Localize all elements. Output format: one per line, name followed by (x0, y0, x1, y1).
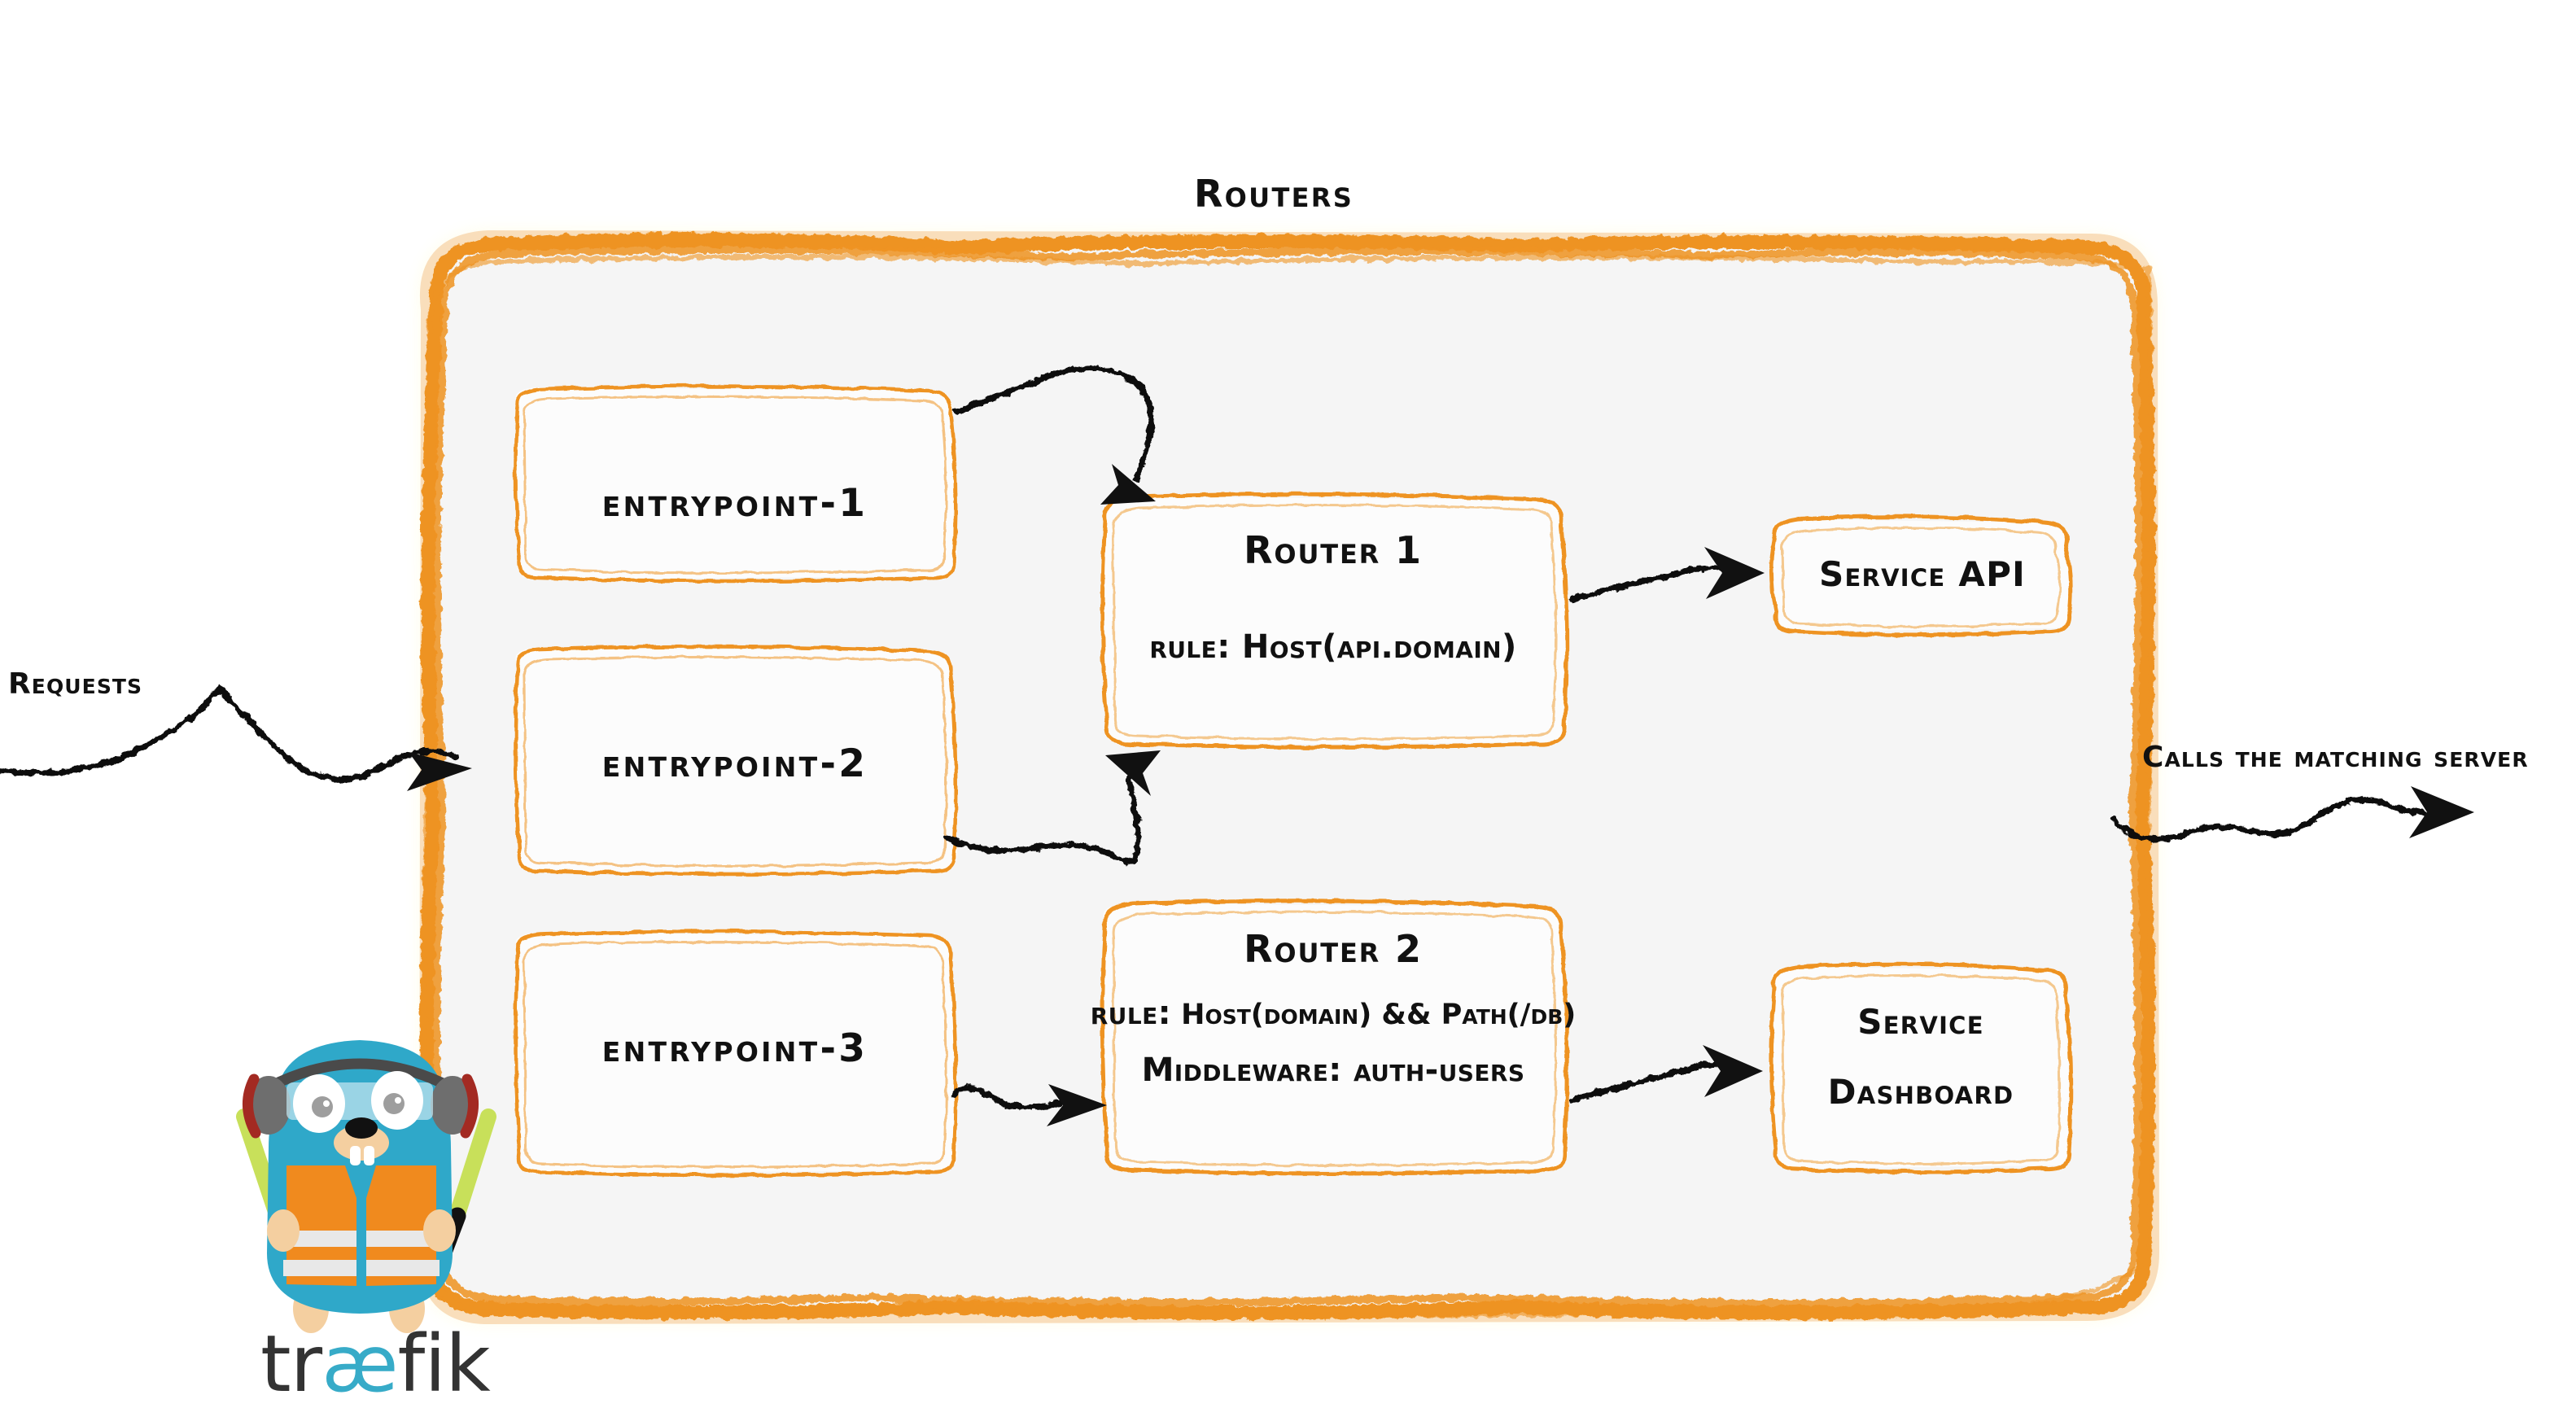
router-middleware-value-2: auth-users (1353, 1052, 1525, 1089)
gopher-nose (345, 1117, 378, 1139)
service-box-api[interactable] (1769, 514, 2073, 637)
wordmark-part-before: tr (260, 1318, 322, 1408)
router-name-2: Router 2 (1244, 927, 1423, 971)
service-label-dashboard-line2: Dashboard (1827, 1072, 2014, 1112)
headset-band (263, 1058, 457, 1093)
arrowhead-ep1-router1 (1100, 464, 1156, 505)
traefik-wordmark: træfik (260, 1318, 491, 1408)
router-rule-key-1: rule: (1149, 628, 1231, 666)
router-rule-value-2: Host(domain) && Path(/db) (1181, 999, 1577, 1031)
vest-zip (356, 1165, 366, 1288)
headset-earcup-right (431, 1073, 479, 1139)
wordmark-part-after: fik (397, 1318, 491, 1408)
router-middleware-2: Middleware: auth-users (1142, 1052, 1525, 1089)
arrowhead-requests (407, 752, 472, 791)
gopher-snout (334, 1125, 389, 1161)
calls-matching-server-label: Calls the matching server (2142, 741, 2529, 774)
service-box-dashboard[interactable] (1769, 962, 2073, 1174)
arrowhead-ep3-router2 (1047, 1084, 1107, 1126)
router-middleware-key-2: Middleware: (1141, 1052, 1342, 1089)
gopher-eye-right (371, 1071, 423, 1130)
router-rule-key-2: rule: (1090, 995, 1171, 1032)
router-box-2[interactable] (1100, 899, 1569, 1176)
arrowhead-router2-dashboard (1703, 1045, 1763, 1097)
page-title: Routers (1193, 172, 1354, 216)
requests-label: Requests (8, 667, 143, 701)
gopher-hand-right (423, 1209, 456, 1252)
safety-vest (283, 1165, 440, 1288)
traefik-gopher-mascot (236, 1040, 496, 1333)
entrypoint-box-2[interactable] (514, 645, 958, 877)
entrypoint-box-1[interactable] (514, 384, 958, 584)
entrypoint-label-2: entrypoint-2 (601, 741, 868, 786)
arrow-requests (0, 684, 459, 782)
headset-earcup-left (242, 1073, 291, 1139)
router-rule-2: rule: Host(domain) && Path(/db) (1091, 995, 1577, 1032)
entrypoint-boxes (514, 384, 958, 1178)
router-box-1[interactable] (1100, 492, 1569, 750)
arrowhead-ep2-router1 (1105, 750, 1161, 796)
router-name-1: Router 1 (1244, 528, 1423, 572)
gopher-eye-left (293, 1074, 345, 1133)
service-label-api: Service API (1818, 554, 2027, 594)
gopher-tooth-right (364, 1146, 374, 1165)
arrow-ep2-router1 (944, 767, 1142, 864)
arrow-heads (407, 464, 2474, 1126)
entrypoint-label-3: entrypoint-3 (601, 1026, 868, 1071)
entrypoint-box-3[interactable] (514, 929, 958, 1178)
router-rule-value-1: Host(api.domain) (1241, 628, 1517, 666)
router-boxes (1100, 492, 1569, 1176)
service-boxes (1769, 514, 2073, 1174)
router-rule-1: rule: Host(api.domain) (1149, 628, 1516, 666)
arrowhead-router1-serviceapi (1704, 547, 1765, 599)
arrow-ep1-router1 (954, 365, 1154, 483)
arrow-outgoing (2110, 797, 2461, 842)
wordmark-ligature: æ (321, 1318, 398, 1408)
service-label-dashboard-line1: Service (1857, 1002, 1984, 1042)
arrowhead-outgoing (2409, 786, 2474, 838)
gopher-tooth-left (350, 1146, 361, 1165)
gopher-hand-left (267, 1209, 300, 1252)
entrypoint-label-1: entrypoint-1 (601, 481, 868, 526)
